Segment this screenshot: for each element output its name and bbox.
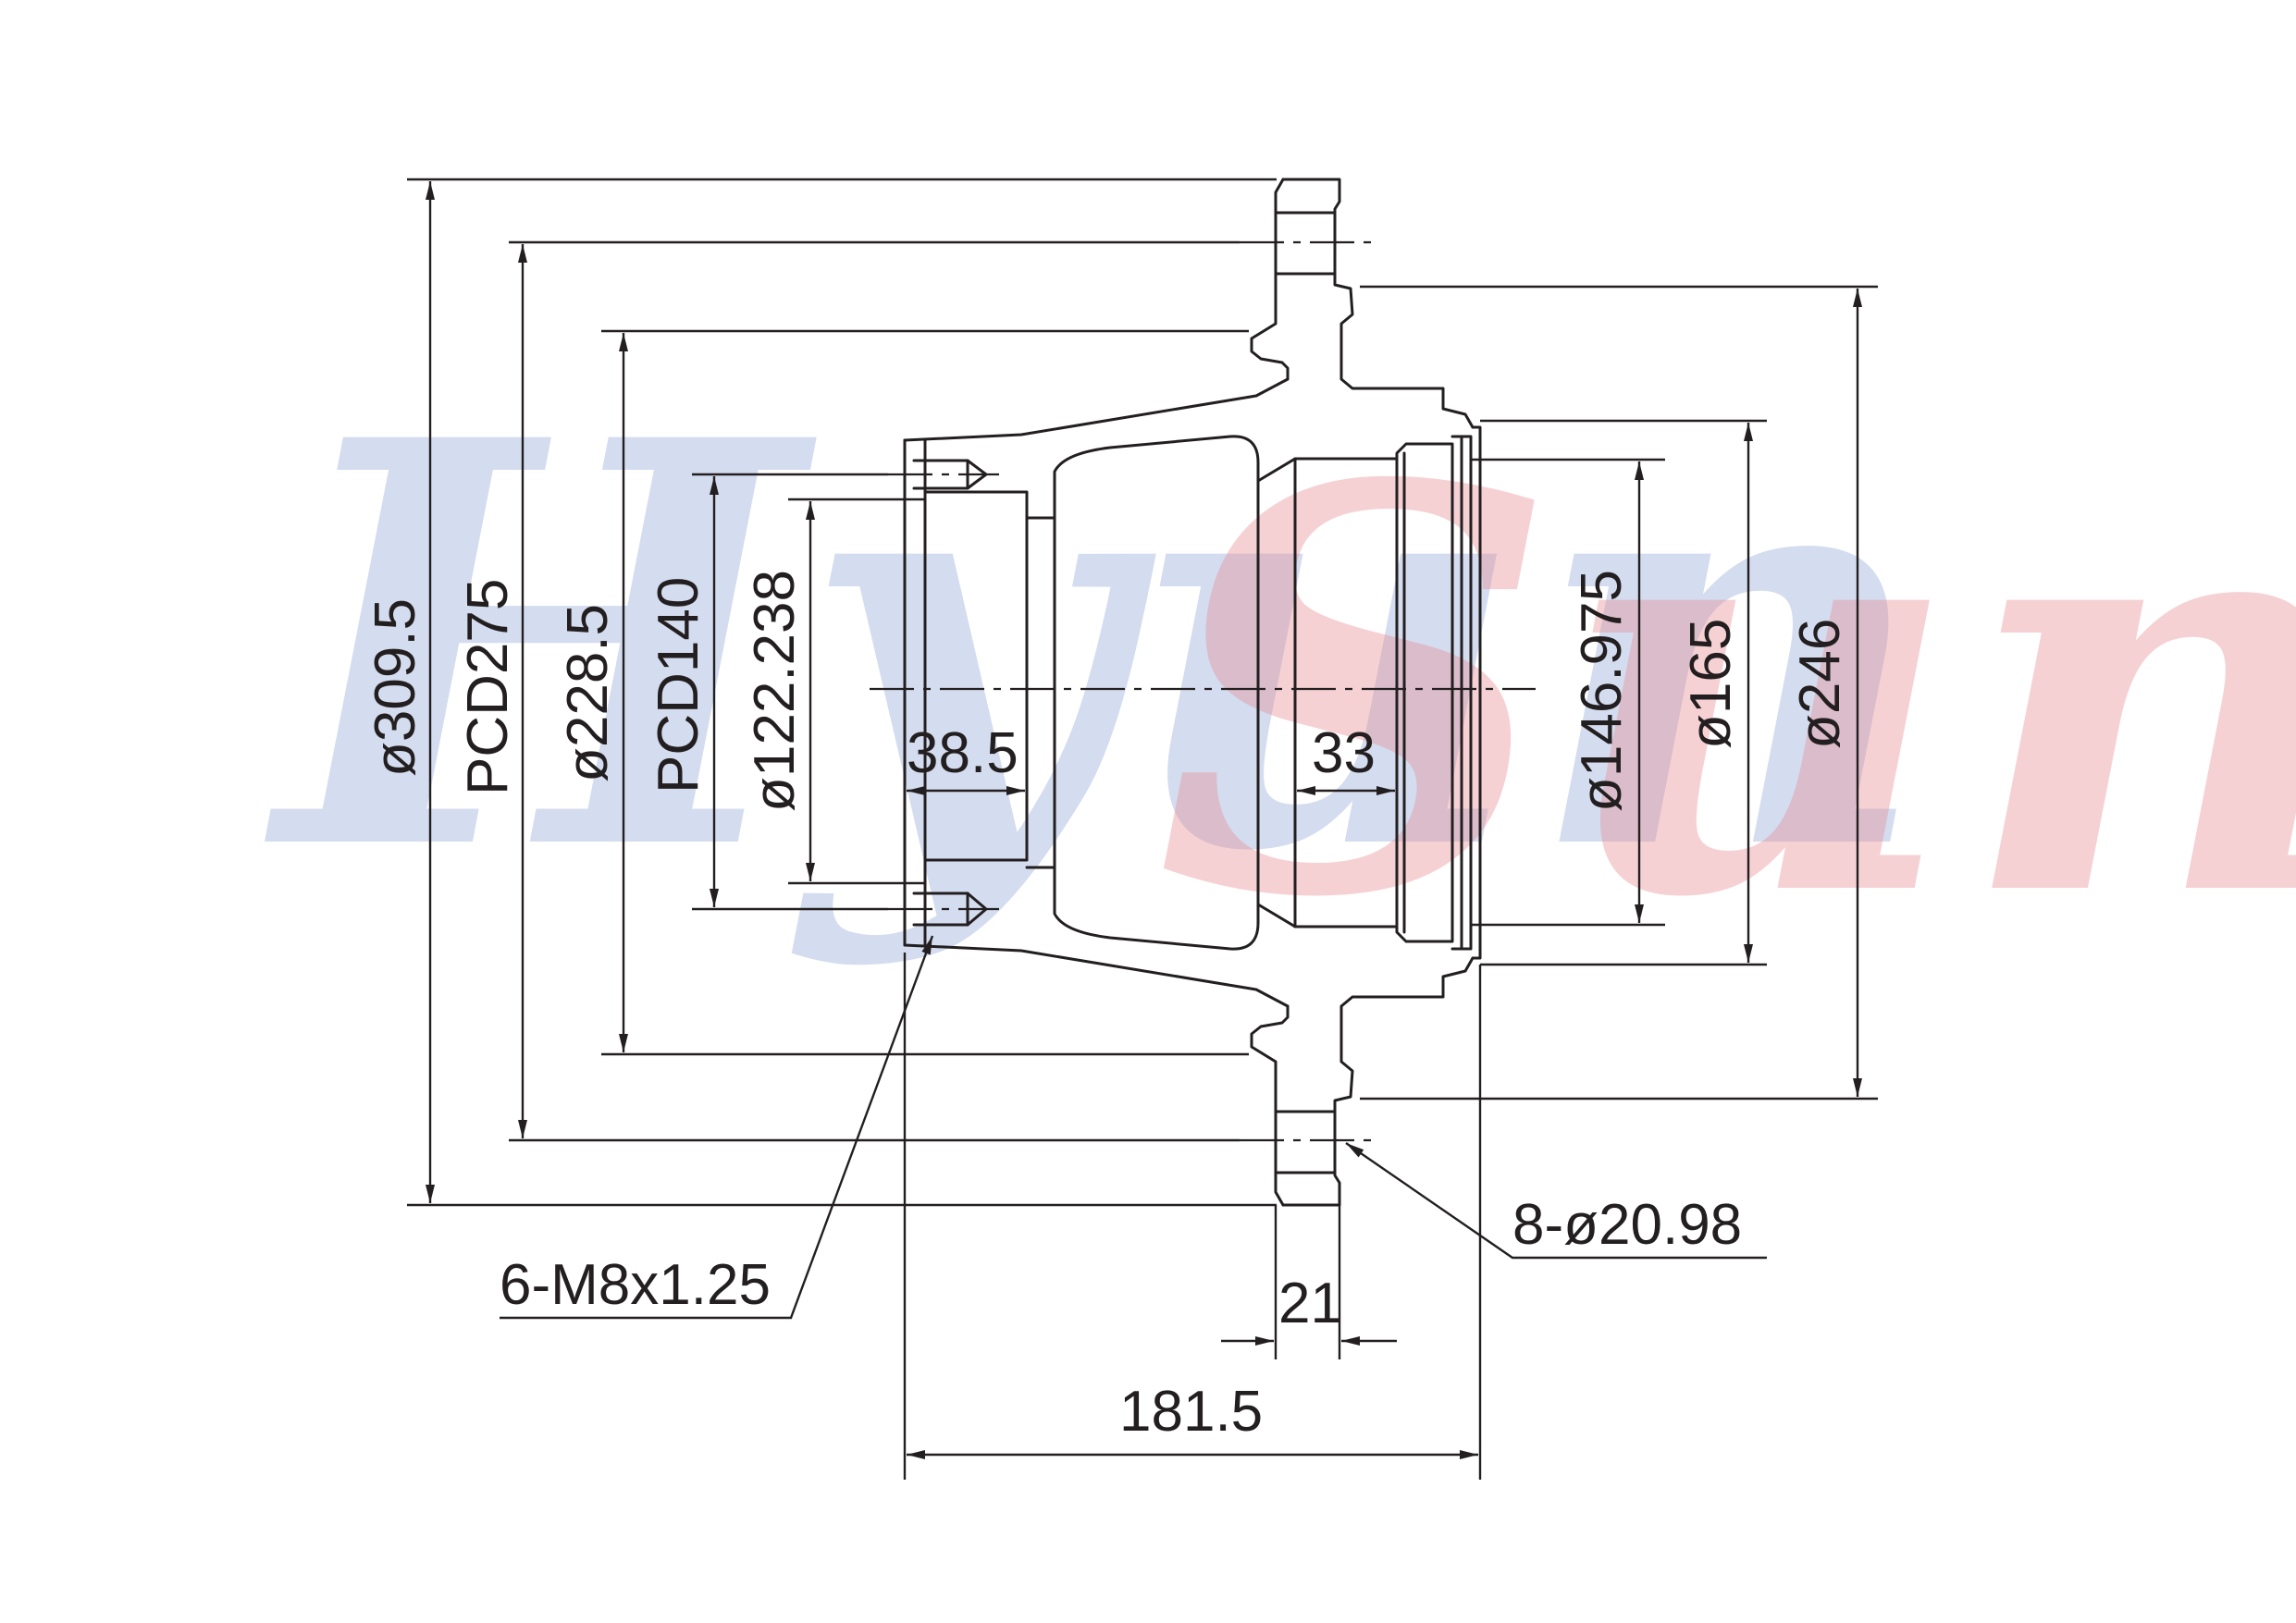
dim-diameter-246: ø246 <box>1788 619 1852 749</box>
dim-len-38: 38.5 <box>907 721 1018 785</box>
dim-flange-thickness: 21 <box>1278 1272 1342 1335</box>
watermark-left: Hyun <box>260 321 1932 973</box>
dim-overall-length: 181.5 <box>1119 1380 1263 1444</box>
dim-bolt-holes: 8-ø20.98 <box>1512 1193 1742 1257</box>
dim-pcd-140: PCD140 <box>647 577 710 793</box>
dim-pcd-275: PCD275 <box>456 579 520 795</box>
hub-outline <box>903 178 1482 1207</box>
watermark-right: Sung <box>1156 367 2296 1019</box>
dim-diameter-165: ø165 <box>1679 619 1743 749</box>
dim-diameter-228: ø228.5 <box>556 604 620 782</box>
dim-diameter-122: ø122.238 <box>743 570 807 812</box>
dim-outer-diameter: ø309.5 <box>364 598 427 777</box>
dimension-labels: ø309.5 PCD275 ø228.5 PCD140 ø122.238 38.… <box>364 570 1852 1444</box>
dim-len-33: 33 <box>1312 721 1376 785</box>
dim-thread: 6-M8x1.25 <box>500 1253 771 1317</box>
centerlines <box>870 240 1536 1142</box>
dimension-lines <box>426 181 1862 1459</box>
extension-lines <box>407 178 1878 1480</box>
dim-diameter-146: ø146.975 <box>1570 570 1634 812</box>
watermark: Hyun Sung <box>260 321 2296 1019</box>
